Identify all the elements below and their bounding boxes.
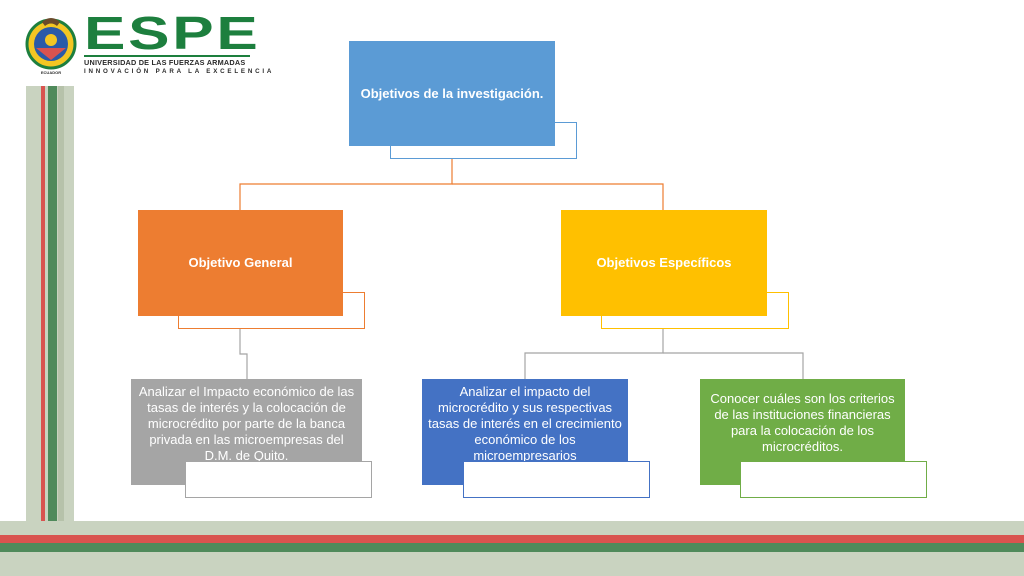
espe-wordmark: ESPE: [84, 7, 261, 59]
general-detail-text: Analizar el Impacto económico de las tas…: [138, 384, 355, 463]
logo-rule: [84, 55, 250, 57]
connector-root-general: [239, 146, 453, 210]
general-objective-label: Objetivo General: [188, 255, 293, 270]
logo-tagline: INNOVACIÓN PARA LA EXCELENCIA: [84, 68, 275, 75]
connector-specific-detail-2: [663, 352, 804, 379]
specific-detail-1-text: Analizar el impacto del microcrédito y s…: [428, 384, 622, 463]
bottom-stripe-red: [0, 535, 1024, 543]
university-seal-icon: [24, 14, 78, 70]
specific-objectives-box: Objetivos Específicos: [561, 210, 767, 316]
specific-objectives-label: Objetivos Específicos: [596, 255, 732, 270]
left-stripe-light: [58, 86, 64, 576]
connector-specific-detail-1: [524, 316, 664, 379]
seal-caption: ECUADOR: [40, 70, 62, 75]
specific-detail-1-shadow-box: [463, 461, 650, 498]
general-detail-shadow-box: [185, 461, 372, 498]
root-objective-box: Objetivos de la investigación.: [349, 41, 555, 146]
left-stripe-green: [48, 86, 57, 576]
bottom-stripe-gray: [0, 521, 1024, 535]
bottom-stripe-gray-lower: [0, 552, 1024, 576]
root-objective-label: Objetivos de la investigación.: [360, 85, 544, 101]
connector-root-specific: [452, 183, 664, 210]
connector-general-detail: [239, 316, 248, 379]
specific-detail-2-shadow-box: [740, 461, 927, 498]
bottom-stripe-green: [0, 543, 1024, 552]
specific-detail-2-text: Conocer cuáles son los criterios de las …: [710, 391, 895, 454]
general-objective-box: Objetivo General: [138, 210, 343, 316]
left-stripe-red: [41, 86, 45, 576]
logo-subtitle: UNIVERSIDAD DE LAS FUERZAS ARMADAS: [84, 58, 246, 67]
